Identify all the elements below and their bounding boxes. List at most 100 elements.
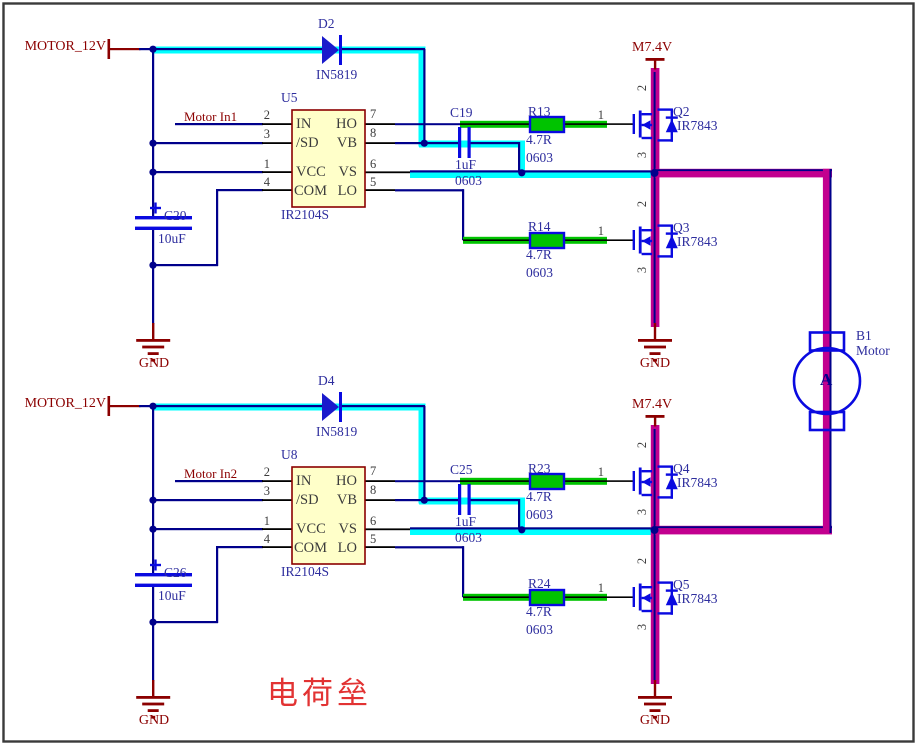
gnd-label[interactable]: GND	[138, 713, 170, 728]
fet-low-ref[interactable]: Q3	[673, 220, 690, 235]
fet-pin-number: 3	[635, 266, 649, 274]
res-pin-number: 1	[597, 108, 604, 122]
pin-name-in: IN	[296, 116, 312, 132]
fet-pin-number: 3	[635, 151, 649, 159]
gnd-label[interactable]: GND	[639, 713, 671, 728]
annotation-note[interactable]: 电荷垒	[267, 676, 372, 711]
motor-terminal-top[interactable]	[808, 331, 846, 352]
gnd-label[interactable]: GND	[639, 356, 671, 371]
fet-low-part[interactable]: IR7843	[677, 591, 718, 606]
pin-number: 7	[370, 107, 377, 121]
rail-net-label[interactable]: M7.4V	[632, 397, 673, 412]
pin-name-in: IN	[296, 473, 312, 489]
res-pin-number: 1	[597, 465, 604, 479]
driver-part[interactable]: IR2104S	[281, 564, 330, 579]
res-low-value[interactable]: 4.7R	[526, 604, 552, 619]
res-high-ref[interactable]: R23	[528, 461, 551, 476]
res-pin-number: 1	[597, 581, 604, 595]
pin-number: 2	[263, 465, 270, 479]
pin-name-lo: LO	[337, 540, 357, 556]
bootstrap-cap-ref[interactable]: C25	[450, 462, 473, 477]
bootstrap-cap-size[interactable]: 0603	[455, 530, 482, 545]
bootstrap-cap-size[interactable]: 0603	[455, 173, 482, 188]
res-high-ref[interactable]: R13	[528, 104, 551, 119]
pin-name-vs: VS	[338, 521, 357, 537]
bootstrap-cap-value[interactable]: 1uF	[455, 514, 477, 529]
pin-name-com: COM	[294, 183, 328, 199]
pin-number: 3	[263, 484, 270, 498]
pin-name-com: COM	[294, 540, 328, 556]
pin-name-lo: LO	[337, 183, 357, 199]
pin-number: 5	[370, 175, 377, 189]
fet-pin-number: 2	[635, 557, 649, 565]
power-net-label[interactable]: MOTOR_12V	[24, 396, 106, 411]
motor-ref[interactable]: B1	[856, 328, 872, 343]
pin-number: 6	[370, 157, 377, 171]
pin-name-vcc: VCC	[296, 521, 326, 537]
motor-terminal-bottom[interactable]	[808, 410, 846, 432]
diode-ref[interactable]: D4	[318, 373, 335, 388]
bootstrap-cap-ref[interactable]: C19	[450, 105, 473, 120]
power-net-label[interactable]: MOTOR_12V	[24, 39, 106, 54]
pin-name-vcc: VCC	[296, 164, 326, 180]
pin-name-vs: VS	[338, 164, 357, 180]
pin-name-sd: /SD	[296, 135, 319, 151]
pin-name-sd: /SD	[296, 492, 319, 508]
res-high-size[interactable]: 0603	[526, 150, 553, 165]
driver-part[interactable]: IR2104S	[281, 207, 330, 222]
res-low-size[interactable]: 0603	[526, 622, 553, 637]
bulk-cap-value[interactable]: 10uF	[158, 588, 186, 603]
bulk-cap-value[interactable]: 10uF	[158, 231, 186, 246]
fet-pin-number: 3	[635, 623, 649, 631]
res-high-value[interactable]: 4.7R	[526, 132, 552, 147]
motor-symbol[interactable]	[792, 346, 862, 416]
pin-number: 7	[370, 464, 377, 478]
res-low-size[interactable]: 0603	[526, 265, 553, 280]
res-low-value[interactable]: 4.7R	[526, 247, 552, 262]
gnd-label[interactable]: GND	[138, 356, 170, 371]
fet-low-part[interactable]: IR7843	[677, 234, 718, 249]
res-low-ref[interactable]: R14	[528, 219, 551, 234]
input-net-label[interactable]: Motor In1	[184, 109, 238, 124]
pin-name-vb: VB	[336, 492, 357, 508]
motor-core-letter: A	[820, 370, 833, 389]
channel-1: MOTOR_12V M7.4V Motor In1 D2 IN5819 U5 I…	[24, 16, 718, 371]
fet-high-ref[interactable]: Q4	[673, 461, 690, 476]
channel-2: MOTOR_12V M7.4V Motor In2 D4 IN5819 U8 I…	[0, 357, 919, 746]
res-high-value[interactable]: 4.7R	[526, 489, 552, 504]
pin-number: 2	[263, 108, 270, 122]
driver-ref[interactable]: U5	[281, 90, 298, 105]
pin-number: 6	[370, 514, 377, 528]
pin-number: 4	[263, 532, 270, 546]
fet-high-part[interactable]: IR7843	[677, 118, 718, 133]
fet-high-ref[interactable]: Q2	[673, 104, 690, 119]
fet-pin-number: 2	[635, 441, 649, 449]
fet-pin-number: 2	[635, 84, 649, 92]
pin-name-vb: VB	[336, 135, 357, 151]
motor-label[interactable]: Motor	[856, 343, 890, 358]
input-net-label[interactable]: Motor In2	[184, 466, 238, 481]
driver-ref[interactable]: U8	[281, 447, 298, 462]
res-low-ref[interactable]: R24	[528, 576, 551, 591]
diode-part[interactable]: IN5819	[316, 424, 358, 439]
bootstrap-cap-value[interactable]: 1uF	[455, 157, 477, 172]
fet-pin-number: 2	[635, 200, 649, 208]
pin-number: 8	[370, 126, 377, 140]
pin-number: 8	[370, 483, 377, 497]
diode-ref[interactable]: D2	[318, 16, 335, 31]
pin-name-ho: HO	[336, 116, 357, 132]
fet-low-ref[interactable]: Q5	[673, 577, 690, 592]
fet-pin-number: 3	[635, 508, 649, 516]
res-pin-number: 1	[597, 224, 604, 238]
diode-part[interactable]: IN5819	[316, 67, 358, 82]
bulk-cap-ref[interactable]: C26	[164, 565, 187, 580]
rail-net-label[interactable]: M7.4V	[632, 40, 673, 55]
res-high-size[interactable]: 0603	[526, 507, 553, 522]
bulk-cap-ref[interactable]: C20	[164, 208, 187, 223]
pin-number: 1	[263, 514, 270, 528]
fet-high-part[interactable]: IR7843	[677, 475, 718, 490]
pin-number: 3	[263, 127, 270, 141]
